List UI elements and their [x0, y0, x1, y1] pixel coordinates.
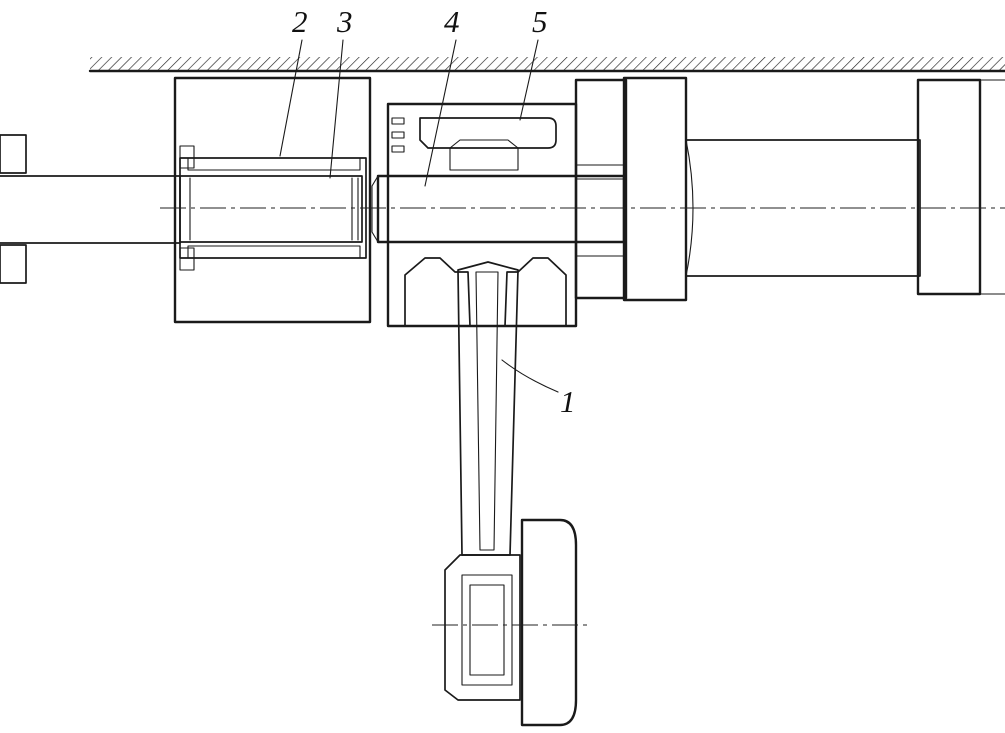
rod-4 [371, 174, 626, 244]
label-5: 5 [532, 4, 548, 39]
right-assembly [574, 76, 1005, 302]
label-2: 2 [292, 4, 308, 39]
frame-ground [88, 57, 1005, 73]
left-shaft [0, 134, 181, 284]
crosshead-5 [386, 102, 578, 328]
connecting-rod-1 [432, 261, 590, 727]
leader-lines [279, 39, 559, 393]
label-4: 4 [444, 4, 460, 39]
label-1: 1 [560, 384, 576, 419]
guide-block-2 [173, 76, 372, 324]
label-3: 3 [336, 4, 353, 39]
plunger-3 [179, 175, 363, 243]
